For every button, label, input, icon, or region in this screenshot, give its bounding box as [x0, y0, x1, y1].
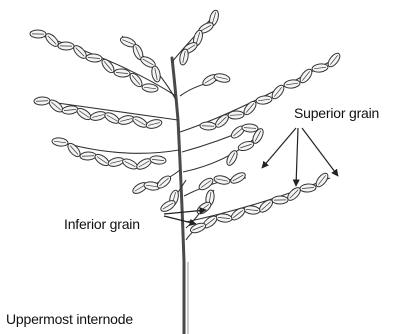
grain [225, 149, 239, 167]
grain [107, 156, 124, 168]
superior-grain-label: Superior grain [294, 105, 379, 121]
grain [145, 118, 162, 130]
grain [237, 140, 255, 153]
grain [298, 67, 314, 85]
grain [272, 196, 288, 204]
pointer-arrow [164, 216, 196, 224]
grain [52, 137, 69, 147]
inferior-grain-label: Inferior grain [64, 216, 140, 232]
grain [314, 171, 330, 189]
grain [197, 176, 215, 192]
grain [150, 155, 167, 165]
grain [117, 114, 134, 126]
grain [244, 205, 261, 215]
grain [229, 171, 247, 186]
grain [178, 48, 189, 65]
grain [195, 200, 213, 216]
grain [103, 111, 121, 126]
grain [312, 63, 329, 73]
grain [326, 51, 342, 69]
grain [131, 115, 149, 130]
pointer-arrow [296, 128, 298, 186]
grain [75, 106, 93, 122]
grain [155, 174, 172, 190]
grain [89, 110, 106, 122]
grain [284, 79, 301, 89]
grain [159, 198, 177, 213]
grain [228, 111, 244, 120]
grain [213, 174, 230, 185]
grain [216, 213, 233, 223]
grain [62, 105, 79, 115]
pointer-arrow [302, 128, 338, 176]
grain [80, 152, 96, 161]
grain [121, 157, 139, 171]
grain [256, 95, 273, 105]
pointer-arrow [262, 128, 296, 168]
grain [86, 53, 103, 62]
grain [30, 30, 46, 38]
grain [300, 183, 317, 192]
grain [200, 122, 216, 131]
grain [34, 97, 50, 106]
grain [213, 72, 230, 83]
panicle-branch [183, 132, 262, 172]
uppermost-internode-label: Uppermost internode [6, 311, 133, 327]
grain [150, 65, 161, 82]
grain [93, 152, 111, 168]
grain [58, 42, 74, 50]
grain-group [30, 9, 342, 235]
